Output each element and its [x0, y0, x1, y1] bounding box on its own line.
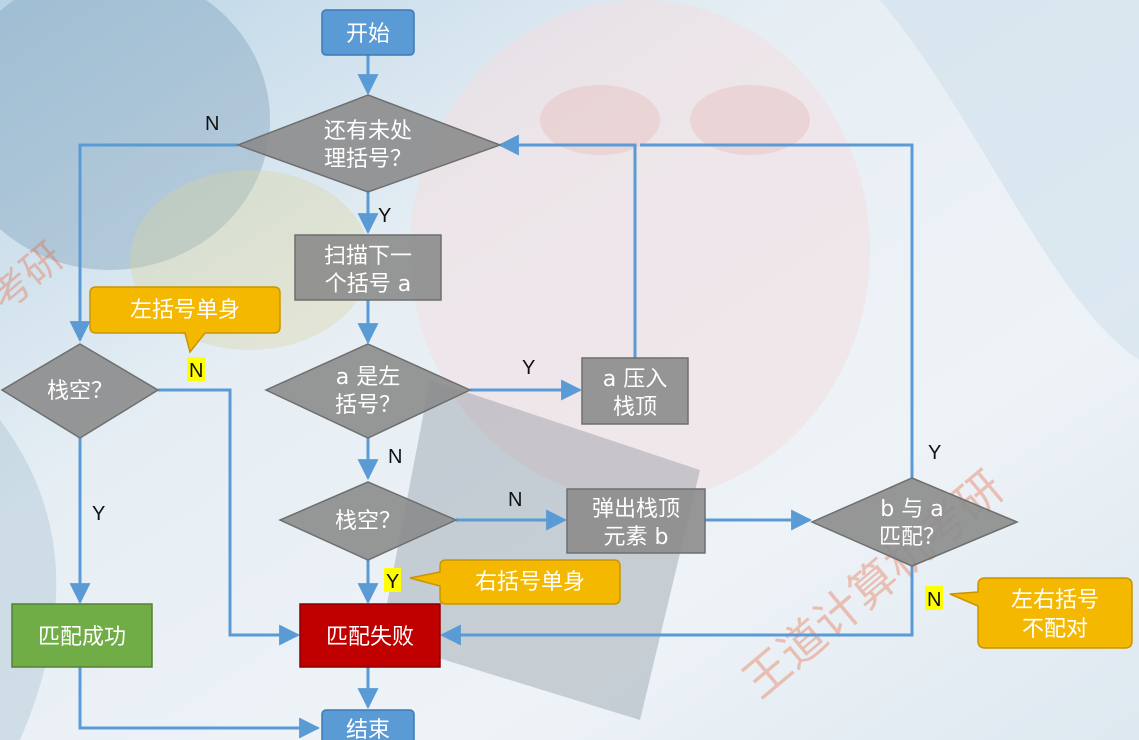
left-stack-empty-label: 栈空？ — [47, 379, 113, 404]
match-no-label: N — [927, 589, 941, 611]
callout-right-single-text: 右括号单身 — [475, 570, 585, 595]
arrow-push-loop-back — [497, 134, 637, 358]
left-stack-empty-decision: 栈空？ — [0, 343, 160, 439]
pop-label-line2: 元素 b — [604, 525, 669, 550]
fail-label: 匹配失败 — [326, 625, 414, 650]
is-left-label-line2: 括号？ — [335, 393, 401, 418]
connectors — [69, 55, 914, 739]
match-yes-label: Y — [928, 442, 941, 464]
is-left-decision: a 是左 括号？ — [264, 343, 472, 439]
left-empty-yes-label: Y — [92, 503, 105, 525]
left-empty-no-highlight: N — [187, 357, 205, 382]
match-decision: b 与 a 匹配？ — [810, 477, 1019, 567]
push-node: a 压入 栈顶 — [581, 357, 689, 425]
has-more-yes-label: Y — [378, 205, 391, 227]
success-label: 匹配成功 — [38, 625, 126, 650]
start-node: 开始 — [321, 9, 415, 56]
is-left-yes-label: Y — [522, 357, 535, 379]
has-more-decision: 还有未处 理括号？ — [235, 94, 503, 193]
end-label: 结束 — [346, 718, 390, 740]
has-more-label-line1: 还有未处 — [324, 119, 412, 144]
mid-empty-yes-label: Y — [386, 571, 399, 593]
mid-empty-no-label: N — [508, 489, 522, 511]
has-more-label-line2: 理括号？ — [324, 147, 412, 172]
pop-node: 弹出栈顶 元素 b — [566, 488, 706, 554]
callout-left-single: 左括号单身 — [89, 286, 281, 354]
fail-node: 匹配失败 — [299, 603, 441, 668]
is-left-no-label: N — [388, 446, 402, 468]
pop-label-line1: 弹出栈顶 — [592, 497, 680, 522]
callout-right-single: 右括号单身 — [409, 559, 621, 605]
success-node: 匹配成功 — [11, 603, 153, 668]
arrow-left-empty-no — [158, 388, 301, 646]
has-more-no-label: N — [205, 113, 219, 135]
callout-mismatch: 左右括号 不配对 — [949, 577, 1133, 649]
scan-label-line1: 扫描下一 — [324, 244, 412, 269]
callout-mismatch-line1: 左右括号 — [1011, 588, 1099, 613]
match-no-highlight: N — [925, 586, 943, 611]
arrow-match-yes — [640, 143, 914, 478]
arrow-success-to-end — [78, 667, 321, 739]
mid-stack-empty-decision: 栈空？ — [278, 481, 458, 561]
callout-left-single-text: 左括号单身 — [130, 298, 240, 323]
push-label-line2: 栈顶 — [613, 395, 657, 420]
end-node: 结束 — [321, 709, 415, 740]
mid-empty-yes-highlight: Y — [384, 568, 401, 593]
callout-mismatch-line2: 不配对 — [1022, 617, 1088, 642]
push-label-line1: a 压入 — [603, 367, 667, 392]
arrow-match-no — [439, 565, 914, 646]
scan-label-line2: 个括号 a — [325, 272, 411, 297]
scan-node: 扫描下一 个括号 a — [294, 234, 442, 301]
is-left-label-line1: a 是左 — [336, 365, 400, 390]
match-label-line1: b 与 a — [880, 497, 943, 522]
mid-stack-empty-label: 栈空？ — [335, 509, 401, 534]
match-label-line2: 匹配？ — [879, 525, 945, 550]
arrow-has-more-no — [69, 143, 238, 343]
left-empty-no-label: N — [189, 360, 203, 382]
start-label: 开始 — [346, 22, 390, 47]
